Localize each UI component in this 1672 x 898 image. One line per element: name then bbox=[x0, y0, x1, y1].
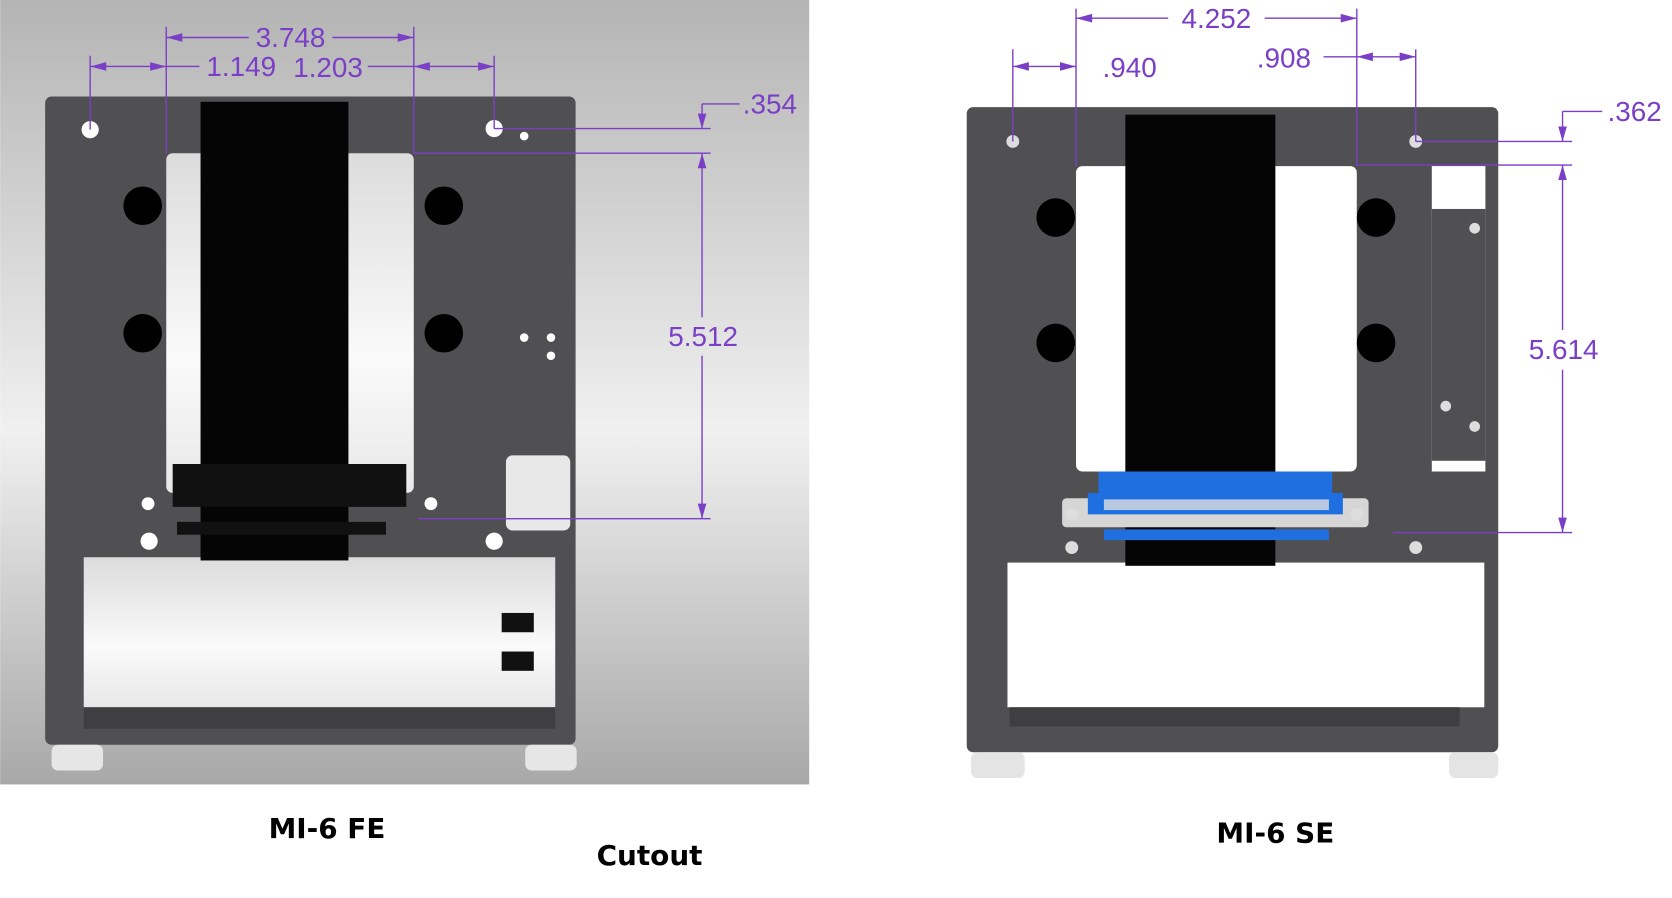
dim-right-offset: 1.203 bbox=[293, 52, 363, 83]
foot bbox=[1448, 752, 1499, 778]
mi6-fe-render: 3.748 1.149 1.203 .354 5.512 bbox=[0, 0, 810, 785]
foot bbox=[971, 752, 1025, 778]
foot bbox=[51, 744, 104, 771]
pcie-slot bbox=[172, 464, 407, 507]
dim-overall-width: 3.748 bbox=[256, 22, 326, 53]
dim-top-offset: .354 bbox=[743, 89, 797, 120]
caption-mi6-se: MI-6 SE bbox=[1216, 816, 1334, 849]
dim-left-offset: .940 bbox=[1103, 52, 1157, 83]
dim-overall-width: 4.252 bbox=[1182, 3, 1252, 34]
foot bbox=[525, 744, 577, 771]
dim-height: 5.614 bbox=[1529, 334, 1599, 365]
dimension-lines bbox=[89, 26, 740, 520]
dimension-lines bbox=[1012, 8, 1603, 534]
caption-mi6-fe: MI-6 FE bbox=[269, 812, 386, 845]
mi6-se-render: 4.252 .940 .908 .362 5.614 bbox=[938, 0, 1662, 793]
dim-height: 5.512 bbox=[668, 321, 738, 352]
caption-cutout: Cutout bbox=[597, 839, 703, 872]
dim-top-offset: .362 bbox=[1608, 96, 1662, 127]
lower-opening bbox=[1007, 562, 1485, 708]
lower-opening bbox=[83, 557, 556, 708]
mounting-holes bbox=[123, 186, 464, 353]
dim-left-offset: 1.149 bbox=[206, 51, 276, 82]
dim-right-offset: .908 bbox=[1257, 43, 1311, 74]
mounting-holes bbox=[1036, 198, 1396, 363]
